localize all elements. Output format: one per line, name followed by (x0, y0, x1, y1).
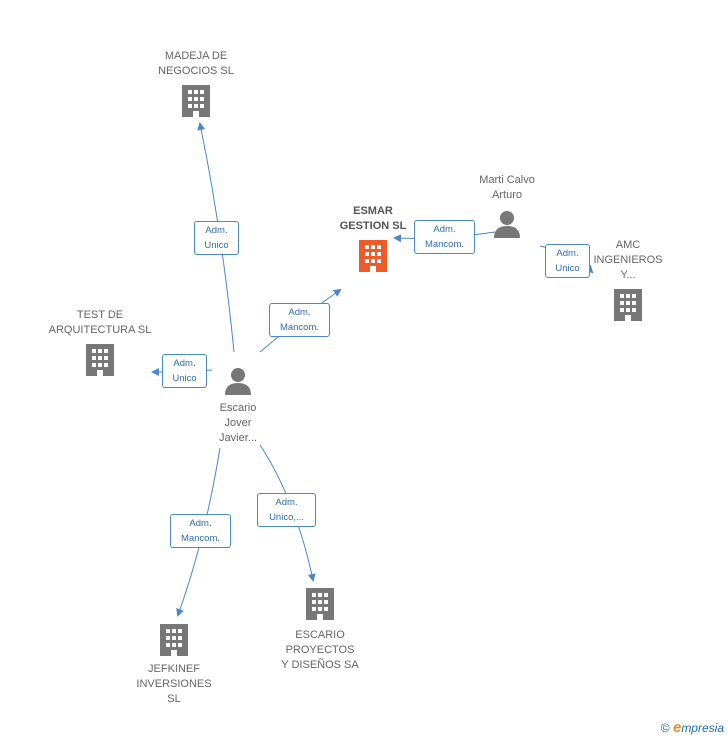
building-icon (182, 85, 210, 117)
edge-label-jefkinef: Adm. Mancom. (170, 514, 231, 548)
copyright-icon: © (660, 721, 670, 735)
node-label: ESMAR GESTION SL (339, 205, 407, 232)
edge-label-amc: Adm. Unico (545, 244, 590, 278)
node-marti-calvo-arturo[interactable]: Marti Calvo Arturo (457, 173, 557, 240)
edge-label-madeja: Adm. Unico (194, 221, 239, 255)
node-label: Escario Jover Javier... (219, 402, 257, 444)
building-icon (306, 588, 334, 620)
edge-label-esmar-marti: Adm. Mancom. (414, 220, 475, 254)
node-test-de-arquitectura[interactable]: TEST DE ARQUITECTURA SL (37, 308, 163, 378)
node-jefkinef-inversiones[interactable]: JEFKINEF INVERSIONES SL (124, 622, 224, 707)
building-icon (86, 344, 114, 376)
logo-text: mpresia (681, 721, 724, 735)
node-amc-ingenieros[interactable]: AMC INGENIEROS Y... (578, 238, 678, 323)
empresia-logo: © empresia (661, 719, 724, 736)
node-label: Marti Calvo Arturo (479, 174, 535, 201)
node-escario-proyectos[interactable]: ESCARIO PROYECTOS Y DISEÑOS SA (264, 586, 376, 673)
edge-label-proyectos: Adm. Unico,... (257, 493, 316, 527)
node-escario-jover-javier[interactable]: Escario Jover Javier... (188, 365, 288, 446)
node-label: AMC INGENIEROS Y... (593, 239, 663, 281)
logo-initial: e (672, 719, 682, 736)
edge-label-test: Adm. Unico (162, 354, 207, 388)
building-icon (160, 624, 188, 656)
node-label: JEFKINEF INVERSIONES SL (136, 663, 212, 705)
building-focus-icon (359, 240, 387, 272)
node-label: TEST DE ARQUITECTURA SL (48, 309, 152, 336)
node-label: MADEJA DE NEGOCIOS SL (158, 50, 234, 77)
building-icon (614, 289, 642, 321)
edge-label-esmar-escario: Adm. Mancom. (269, 303, 330, 337)
node-label: ESCARIO PROYECTOS Y DISEÑOS SA (281, 629, 359, 671)
person-icon (225, 368, 251, 395)
node-esmar-gestion[interactable]: ESMAR GESTION SL (318, 204, 428, 274)
person-icon (494, 211, 520, 238)
node-madeja-de-negocios[interactable]: MADEJA DE NEGOCIOS SL (136, 49, 256, 119)
